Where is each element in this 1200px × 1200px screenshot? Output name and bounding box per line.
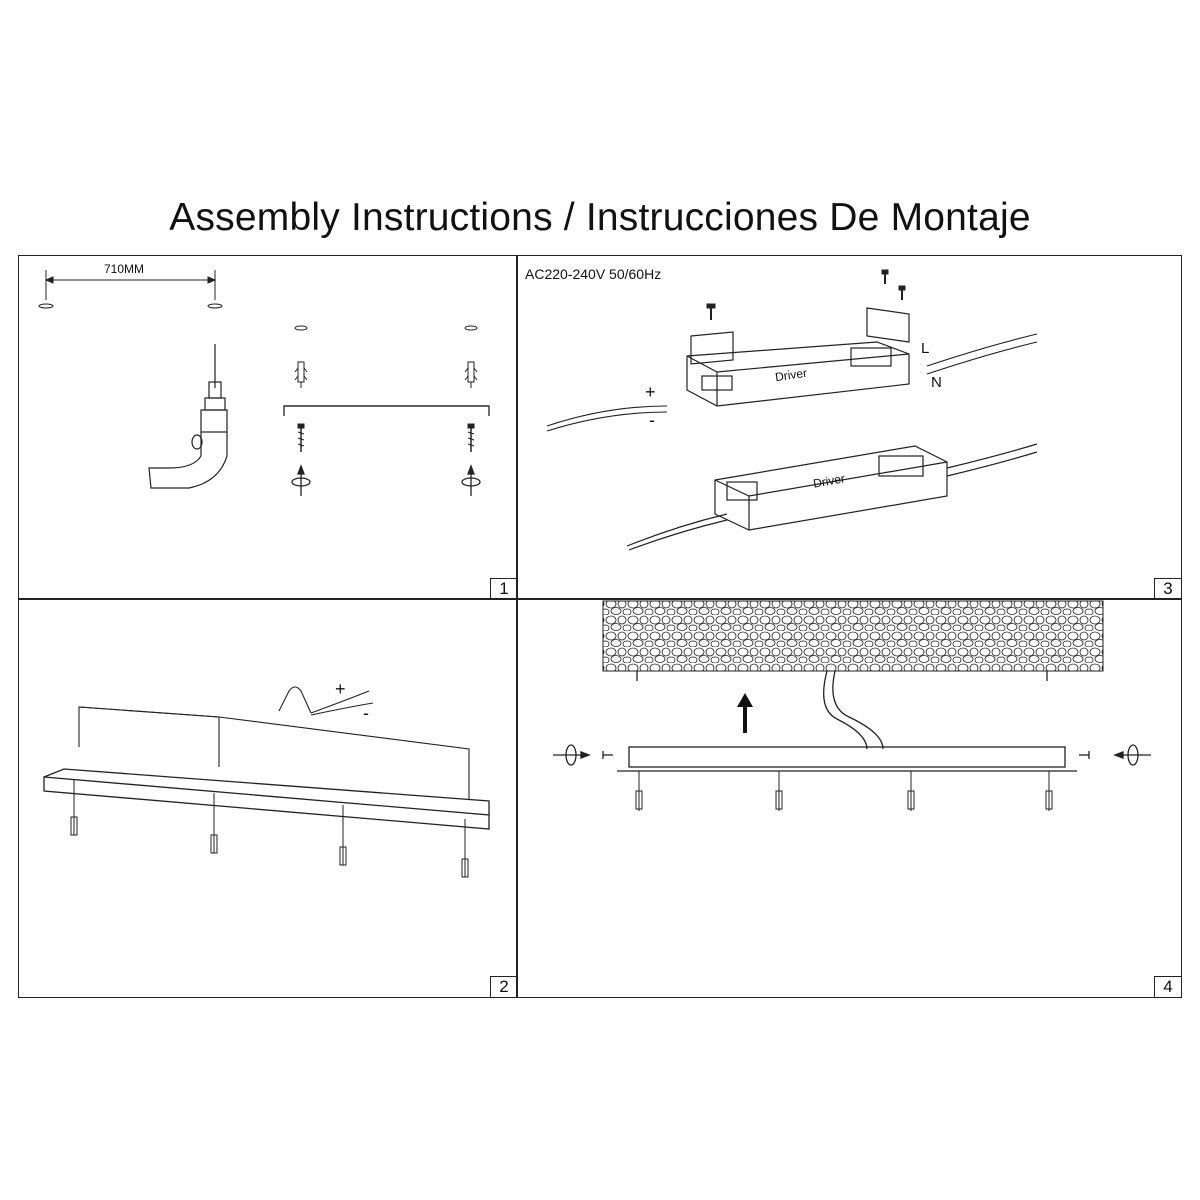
plus-label: +	[645, 382, 656, 402]
lamp-shade	[602, 600, 1104, 672]
plus-label: +	[335, 679, 346, 699]
wall-plug-icon	[294, 325, 478, 388]
step-number-3: 3	[1154, 578, 1181, 599]
voltage-label: AC220-240V 50/60Hz	[525, 266, 662, 282]
suspension-wires	[70, 779, 469, 878]
panel-step-4: 4	[516, 598, 1182, 998]
ceiling-hole-icon	[38, 303, 223, 309]
step-1-illustration	[38, 270, 490, 496]
drill-icon	[148, 344, 228, 489]
cables	[636, 670, 1048, 750]
step-number-1: 1	[490, 578, 517, 599]
neutral-label: N	[931, 374, 942, 391]
page-title: Assembly Instructions / Instrucciones De…	[169, 196, 1031, 239]
screwdriver-rotate-icon	[553, 744, 1151, 766]
screwdriver-rotate-icon	[291, 464, 481, 496]
step-3-illustration	[546, 269, 1038, 551]
mounting-bracket	[283, 405, 490, 416]
upward-arrow-icon	[737, 693, 753, 733]
lower-driver	[626, 443, 1038, 551]
suspension-wires	[635, 771, 1053, 811]
screw-icon	[297, 423, 475, 452]
step-4-illustration	[553, 600, 1151, 811]
step-number-4: 4	[1154, 976, 1181, 997]
canopy-plate	[43, 768, 490, 830]
step-2-illustration	[43, 686, 490, 878]
minus-label: -	[649, 410, 655, 430]
dimension-label: 710MM	[104, 262, 145, 276]
upper-driver	[686, 307, 910, 407]
canopy-plate	[617, 746, 1077, 772]
panel-step-3: AC220-240V 50/60Hz + - L N Driver Driver…	[516, 255, 1182, 600]
wire-frame	[78, 686, 470, 799]
live-label: L	[921, 340, 930, 357]
panel-step-2: + - 2	[18, 598, 518, 998]
screw-icon	[706, 269, 906, 320]
step-number-2: 2	[490, 976, 517, 997]
panel-step-1: 710MM 1	[18, 255, 518, 600]
minus-label: -	[363, 703, 369, 723]
wires	[546, 333, 1038, 432]
dimension-line	[44, 270, 217, 300]
